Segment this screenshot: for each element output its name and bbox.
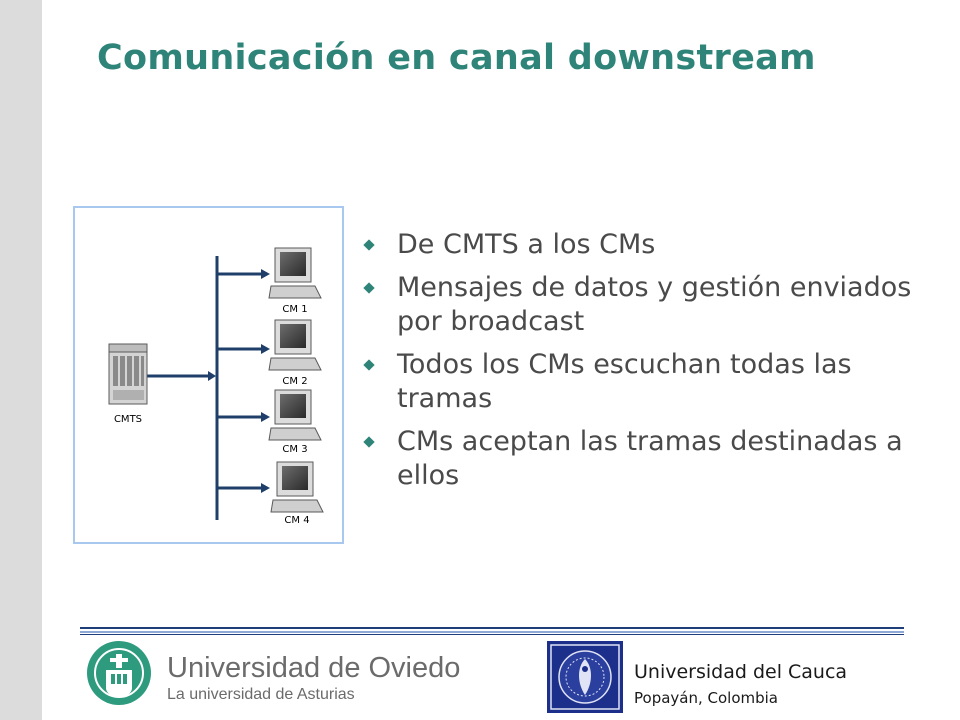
bullet-text: Todos los CMs escuchan todas las tramas bbox=[397, 349, 852, 414]
cm1-link-arrowhead bbox=[261, 269, 270, 279]
cm2-computer-icon bbox=[268, 319, 322, 371]
cauca-university-location: Popayán, Colombia bbox=[634, 689, 779, 707]
footer-divider bbox=[80, 627, 904, 635]
network-diagram-svg: CMTS CM 1 CM 2 CM 3 bbox=[108, 247, 324, 526]
bullet-text: CMs aceptan las tramas destinadas a ello… bbox=[397, 426, 903, 491]
bullet-item: CMs aceptan las tramas destinadas a ello… bbox=[360, 425, 920, 493]
bullet-item: De CMTS a los CMs bbox=[360, 228, 920, 262]
cm4-link-arrowhead bbox=[261, 483, 270, 493]
bullet-text: De CMTS a los CMs bbox=[397, 229, 656, 260]
cmts-link-arrowhead bbox=[208, 371, 216, 381]
cm1-computer-icon bbox=[268, 247, 322, 299]
bullet-item: Todos los CMs escuchan todas las tramas bbox=[360, 348, 920, 416]
cm3-link-arrowhead bbox=[261, 412, 270, 422]
cauca-university-name: Universidad del Cauca bbox=[634, 661, 848, 683]
bullet-item: Mensajes de datos y gestión enviados por… bbox=[360, 271, 920, 339]
cmts-label: CMTS bbox=[114, 414, 142, 425]
cm3-computer-icon bbox=[268, 389, 322, 441]
bullet-text: Mensajes de datos y gestión enviados por… bbox=[397, 272, 912, 337]
cm4-computer-icon bbox=[270, 461, 324, 513]
diamond-bullet-icon bbox=[363, 239, 375, 251]
cauca-seal-icon bbox=[547, 641, 623, 713]
cm4-label: CM 4 bbox=[284, 515, 309, 526]
cm3-label: CM 3 bbox=[282, 444, 307, 455]
cm2-label: CM 2 bbox=[282, 376, 307, 387]
oviedo-seal-icon bbox=[86, 640, 152, 706]
slide-title: Comunicación en canal downstream bbox=[97, 38, 816, 78]
diamond-bullet-icon bbox=[363, 282, 375, 294]
oviedo-university-name: Universidad de Oviedo bbox=[167, 652, 461, 684]
side-bar bbox=[0, 0, 42, 720]
oviedo-university-subtitle: La universidad de Asturias bbox=[167, 686, 355, 703]
bullet-list: De CMTS a los CMs Mensajes de datos y ge… bbox=[360, 228, 920, 502]
network-diagram: CMTS CM 1 CM 2 CM 3 bbox=[73, 206, 344, 544]
cmts-server-icon bbox=[108, 343, 148, 405]
diamond-bullet-icon bbox=[363, 359, 375, 371]
cm1-label: CM 1 bbox=[282, 304, 307, 315]
cm2-link-arrowhead bbox=[261, 344, 270, 354]
diamond-bullet-icon bbox=[363, 436, 375, 448]
